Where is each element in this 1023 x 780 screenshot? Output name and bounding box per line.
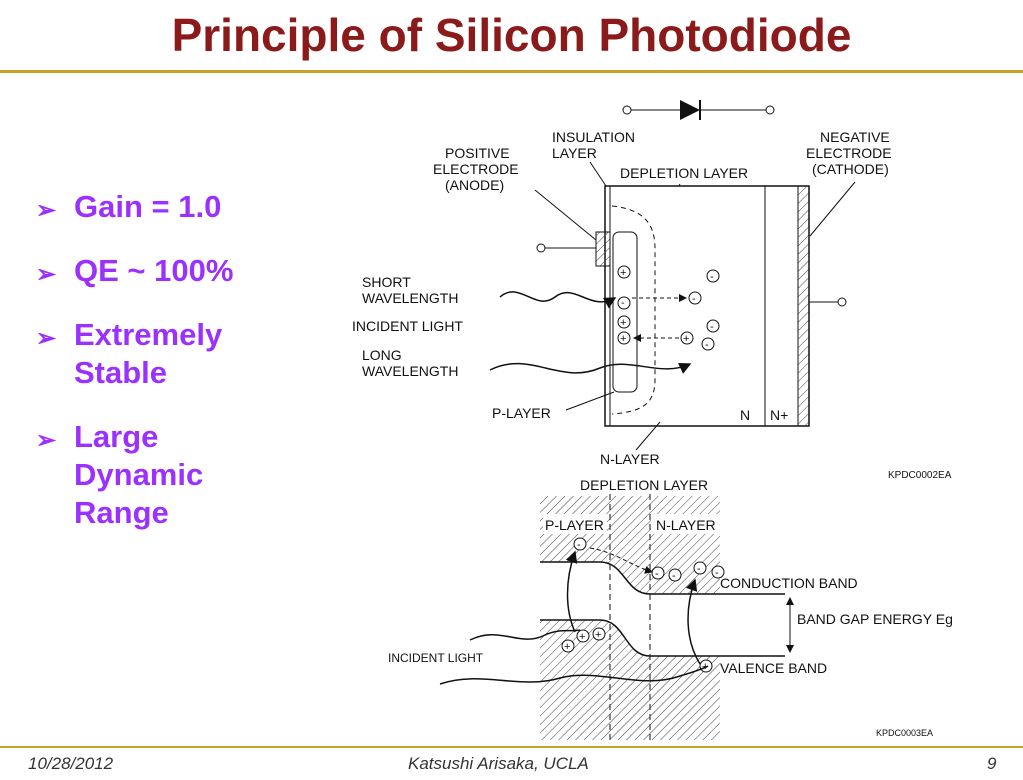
bullet-arrow-icon: ➢	[36, 427, 57, 454]
svg-text:-: -	[710, 321, 714, 333]
bullet-arrow-icon: ➢	[36, 325, 57, 352]
bullet-text: Gain = 1.0	[74, 189, 222, 224]
insulation-layer-label: INSULATION	[552, 129, 635, 145]
bullet-list: ➢ Gain = 1.0 ➢ QE ~ 100% ➢ Extremely Stable…	[36, 188, 326, 558]
bullet-item-qe: ➢ QE ~ 100%	[36, 252, 326, 290]
positive-electrode-label: POSITIVE	[445, 145, 510, 161]
bullet-text: Large Dynamic Range	[74, 419, 204, 530]
long-wavelength-label: LONG	[362, 347, 402, 363]
band-gap-label: BAND GAP ENERGY Eg	[797, 611, 953, 627]
bullet-item-range: ➢ Large Dynamic Range	[36, 418, 234, 532]
bullet-item-stable: ➢ Extremely Stable	[36, 316, 274, 392]
band-diagram: DEPLETION LAYER P-LAYER N-LAYER CONDUCTI…	[388, 477, 953, 740]
svg-text:+: +	[595, 629, 601, 641]
band-depletion-layer-label: DEPLETION LAYER	[580, 477, 708, 493]
title-divider	[0, 70, 1023, 73]
negative-electrode-label: NEGATIVE	[820, 129, 890, 145]
negative-electrode-label-3: (CATHODE)	[812, 161, 889, 177]
svg-text:+: +	[683, 333, 689, 345]
diode-symbol-icon	[622, 100, 775, 120]
svg-text:+: +	[620, 333, 626, 345]
n-plus-label: N+	[770, 407, 788, 423]
band-n-layer-label: N-LAYER	[656, 517, 716, 533]
svg-text:-: -	[697, 563, 701, 575]
svg-text:-: -	[705, 339, 709, 351]
short-wavelength-label-2: WAVELENGTH	[362, 290, 458, 306]
svg-text:+: +	[620, 317, 626, 329]
svg-text:-: -	[710, 271, 714, 283]
bullet-arrow-icon: ➢	[36, 261, 57, 288]
valence-band-label: VALENCE BAND	[720, 660, 827, 676]
short-wavelength-label: SHORT	[362, 274, 411, 290]
p-layer-label: P-LAYER	[492, 405, 551, 421]
svg-text:+: +	[564, 641, 570, 653]
figure-code-top: KPDC0002EA	[888, 470, 952, 481]
photodiode-structure-diagram: INSULATION LAYER POSITIVE ELECTRODE (ANO…	[352, 100, 952, 481]
n-label: N	[740, 407, 750, 423]
band-p-layer-label: P-LAYER	[545, 517, 604, 533]
svg-text:-: -	[692, 293, 696, 305]
svg-text:-: -	[715, 567, 719, 579]
incident-light-label: INCIDENT LIGHT	[352, 318, 463, 334]
svg-text:-: -	[655, 568, 659, 580]
insulation-layer-label-2: LAYER	[552, 145, 597, 161]
footer-date: 10/28/2012	[28, 754, 114, 773]
band-incident-light-label: INCIDENT LIGHT	[388, 651, 484, 665]
footer-author: Katsushi Arisaka, UCLA	[408, 754, 589, 773]
svg-text:-: -	[621, 297, 625, 309]
bullet-item-gain: ➢ Gain = 1.0	[36, 188, 326, 226]
long-wavelength-label-2: WAVELENGTH	[362, 363, 458, 379]
bullet-text: QE ~ 100%	[74, 253, 234, 288]
svg-text:-: -	[672, 570, 676, 582]
positive-electrode-label-3: (ANODE)	[445, 177, 504, 193]
footer-divider	[0, 746, 1023, 748]
bullet-arrow-icon: ➢	[36, 197, 57, 224]
conduction-band-label: CONDUCTION BAND	[720, 575, 858, 591]
bullet-text: Extremely Stable	[74, 317, 223, 390]
positive-electrode-label-2: ELECTRODE	[433, 161, 519, 177]
footer-page-number: 9	[987, 754, 997, 773]
carrier-symbols: + - + + - - + - -	[617, 265, 720, 351]
page-title: Principle of Silicon Photodiode	[171, 9, 852, 61]
svg-text:+: +	[579, 631, 585, 643]
n-layer-label: N-LAYER	[600, 451, 660, 467]
svg-text:+: +	[620, 267, 626, 279]
svg-text:-: -	[577, 539, 581, 551]
figure-code-bottom: KPDC0003EA	[876, 728, 933, 738]
depletion-layer-label: DEPLETION LAYER	[620, 165, 748, 181]
negative-electrode-label-2: ELECTRODE	[806, 145, 892, 161]
